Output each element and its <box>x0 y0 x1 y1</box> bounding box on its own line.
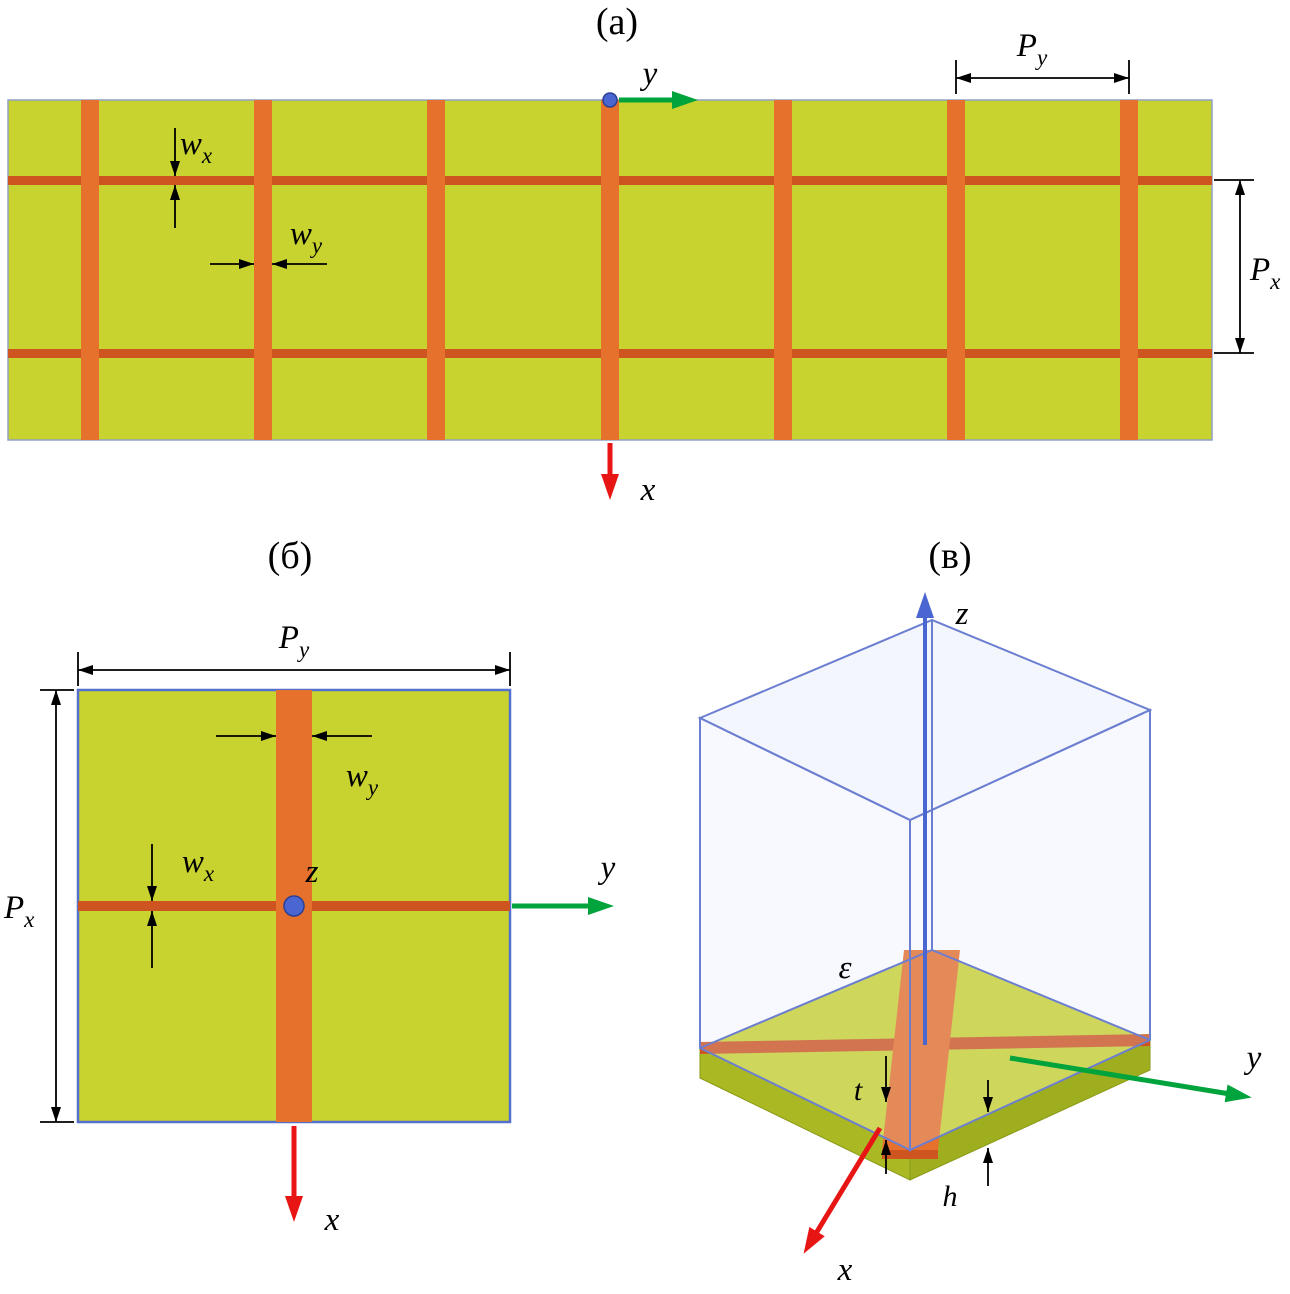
box-back-bottom-edge <box>699 949 933 1049</box>
simulation-box-wireframe <box>697 618 1153 1152</box>
x-axis-label: x <box>837 1252 853 1288</box>
panel-b-unit-cell-top-view: (б) Py Px wy wx z y x <box>3 535 616 1238</box>
y-axis-label: y <box>598 850 616 886</box>
vertical-strip <box>427 100 445 440</box>
panel-a-array-top-view: (а) y x <box>7 1 1281 508</box>
vertical-strip <box>601 100 619 440</box>
t-thickness-label: t <box>854 1074 863 1107</box>
x-axis-label: x <box>324 1202 340 1238</box>
x-axis-label: x <box>640 472 656 508</box>
epsilon-label: ε <box>838 950 851 986</box>
panel-a-label: (а) <box>596 1 638 43</box>
box-back-bottom-edge <box>931 949 1151 1041</box>
px-dimension-label: Px <box>1249 252 1281 294</box>
h-thickness-label: h <box>943 1180 958 1213</box>
panel-c-dimensions <box>881 1056 993 1186</box>
py-dimension-label: Py <box>1016 28 1048 70</box>
wx-label: wx <box>180 126 213 168</box>
array-vertical-strips <box>81 100 1138 440</box>
panel-a-dimensions <box>170 60 1254 354</box>
vertical-strip <box>254 100 272 440</box>
wy-label: wy <box>290 216 323 258</box>
z-axis-label: z <box>305 854 319 890</box>
strip-along-x-3d <box>882 950 960 1150</box>
origin-dot <box>283 895 305 917</box>
y-axis-arrow <box>1009 1055 1252 1103</box>
x-axis-arrow <box>803 1126 883 1254</box>
vertical-strip <box>774 100 792 440</box>
vertical-strip <box>947 100 965 440</box>
vertical-strip <box>1120 100 1138 440</box>
panel-c-unit-cell-3d-view: (в) z y x <box>697 535 1262 1288</box>
panel-c-label: (в) <box>928 535 971 577</box>
strip-front-edge-3d <box>882 1150 938 1159</box>
py-dimension-label: Py <box>278 620 310 662</box>
panel-b-dimensions <box>40 652 511 1123</box>
panel-b-label: (б) <box>268 535 313 577</box>
y-axis-label: y <box>1244 1040 1262 1076</box>
wx-label: wx <box>182 844 215 886</box>
origin-dot <box>602 92 618 108</box>
wy-label: wy <box>346 758 379 800</box>
vertical-strip <box>81 100 99 440</box>
px-dimension-label: Px <box>3 890 35 932</box>
y-axis-label: y <box>640 56 658 92</box>
z-axis-label: z <box>955 596 969 632</box>
